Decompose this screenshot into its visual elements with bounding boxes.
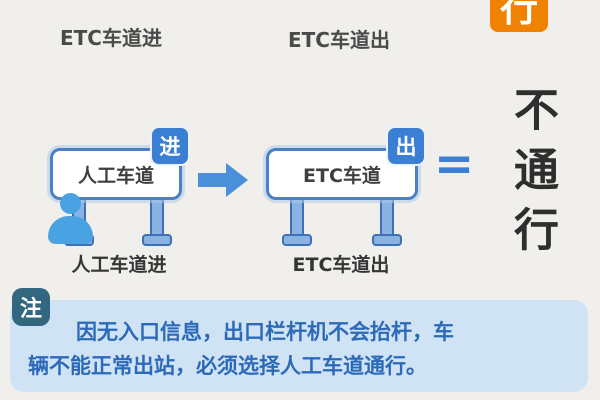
label-etc-lane-in-top: ETC车道进 bbox=[60, 26, 162, 50]
label-etc-lane-out-top: ETC车道出 bbox=[288, 28, 390, 52]
gantry-foot-icon bbox=[282, 234, 312, 246]
pass-tile: 行 bbox=[490, 0, 548, 32]
gantry-foot-icon bbox=[142, 234, 172, 246]
pass-tile-char: 行 bbox=[499, 0, 538, 30]
note-text-line2: 辆不能正常出站，必须选择人工车道通行。 bbox=[28, 354, 427, 378]
equals-sign: = bbox=[434, 136, 475, 192]
manual-lane-sign: 人工车道 bbox=[50, 148, 182, 200]
no-pass-result-text: 不通行 bbox=[506, 86, 559, 266]
right-arrow-icon bbox=[198, 163, 248, 197]
note-box: 因无入口信息，出口栏杆机不会抬杆，车 辆不能正常出站，必须选择人工车道通行。 bbox=[10, 300, 588, 392]
person-icon bbox=[48, 216, 93, 244]
enter-badge: 进 bbox=[150, 126, 190, 166]
note-badge: 注 bbox=[12, 288, 50, 326]
gantry-foot-icon bbox=[372, 234, 402, 246]
person-icon bbox=[60, 193, 81, 214]
exit-badge: 出 bbox=[386, 126, 426, 166]
note-text-line1: 因无入口信息，出口栏杆机不会抬杆，车 bbox=[76, 320, 454, 344]
manual-lane-in-caption: 人工车道进 bbox=[71, 254, 167, 276]
etc-lane-out-caption: ETC车道出 bbox=[292, 254, 390, 276]
